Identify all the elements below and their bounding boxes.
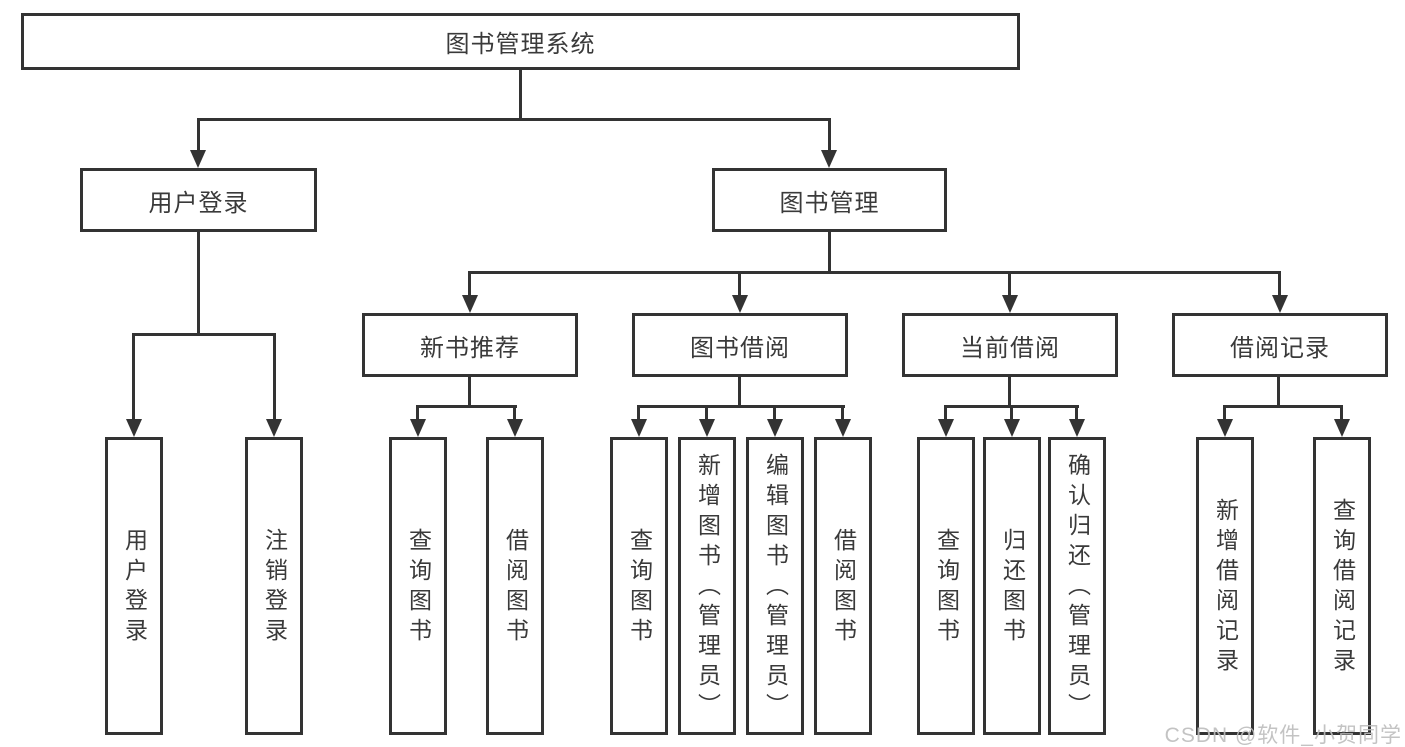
node-library-management-system: 图书管理系统 [21, 13, 1020, 70]
node-borrowing-records: 借阅记录 [1172, 313, 1388, 377]
arrow-down-icon [1217, 419, 1233, 437]
connector-line [1008, 271, 1011, 298]
connector-line [197, 118, 831, 121]
connector-line [738, 377, 741, 408]
arrow-down-icon [1002, 295, 1018, 313]
arrow-down-icon [821, 150, 837, 168]
leaf-query-books-borrowing: 查询图书 [610, 437, 668, 735]
connector-line [637, 405, 845, 408]
arrow-down-icon [767, 419, 783, 437]
connector-line [1010, 405, 1013, 422]
connector-line [828, 118, 831, 153]
connector-line [416, 405, 517, 408]
arrow-down-icon [835, 419, 851, 437]
connector-line [519, 69, 522, 118]
connector-line [273, 333, 276, 422]
connector-line [841, 405, 844, 422]
connector-line [738, 271, 741, 298]
node-user-login: 用户登录 [80, 168, 317, 232]
connector-line [1075, 405, 1078, 422]
node-new-book-recommendation: 新书推荐 [362, 313, 578, 377]
leaf-edit-book-admin: 编辑图书（管理员） [746, 437, 804, 735]
connector-line [1008, 377, 1011, 408]
arrow-down-icon [190, 150, 206, 168]
leaf-borrow-books: 借阅图书 [814, 437, 872, 735]
connector-line [828, 232, 831, 272]
leaf-logout: 注销登录 [245, 437, 303, 735]
connector-line [513, 405, 516, 422]
node-current-borrowing: 当前借阅 [902, 313, 1118, 377]
connector-line [197, 232, 200, 336]
connector-line [1277, 377, 1280, 408]
connector-line [468, 271, 1281, 274]
connector-line [1278, 271, 1281, 298]
connector-line [132, 333, 135, 422]
connector-line [773, 405, 776, 422]
connector-line [132, 333, 276, 336]
connector-line [1223, 405, 1226, 422]
arrow-down-icon [1069, 419, 1085, 437]
leaf-add-borrow-record: 新增借阅记录 [1196, 437, 1254, 735]
csdn-watermark: CSDN @软件_小贺同学 [1164, 724, 1402, 747]
connector-line [705, 405, 708, 422]
arrow-down-icon [732, 295, 748, 313]
node-book-management: 图书管理 [712, 168, 947, 232]
arrow-down-icon [1334, 419, 1350, 437]
arrow-down-icon [938, 419, 954, 437]
connector-line [1223, 405, 1343, 408]
leaf-confirm-return-admin: 确认归还（管理员） [1048, 437, 1106, 735]
arrow-down-icon [507, 419, 523, 437]
leaf-return-book: 归还图书 [983, 437, 1041, 735]
node-book-borrowing: 图书借阅 [632, 313, 848, 377]
arrow-down-icon [266, 419, 282, 437]
connector-line [1340, 405, 1343, 422]
leaf-query-borrow-record: 查询借阅记录 [1313, 437, 1371, 735]
arrow-down-icon [462, 295, 478, 313]
leaf-query-books-current: 查询图书 [917, 437, 975, 735]
arrow-down-icon [631, 419, 647, 437]
arrow-down-icon [1272, 295, 1288, 313]
arrow-down-icon [699, 419, 715, 437]
arrow-down-icon [410, 419, 426, 437]
connector-line [416, 405, 419, 422]
connector-line [197, 118, 200, 153]
connector-line [468, 271, 471, 298]
leaf-borrow-books-recommendation: 借阅图书 [486, 437, 544, 735]
leaf-add-book-admin: 新增图书（管理员） [678, 437, 736, 735]
leaf-query-books-recommendation: 查询图书 [389, 437, 447, 735]
leaf-user-login: 用户登录 [105, 437, 163, 735]
connector-line [637, 405, 640, 422]
arrow-down-icon [126, 419, 142, 437]
arrow-down-icon [1004, 419, 1020, 437]
connector-line [468, 377, 471, 408]
connector-line [944, 405, 947, 422]
